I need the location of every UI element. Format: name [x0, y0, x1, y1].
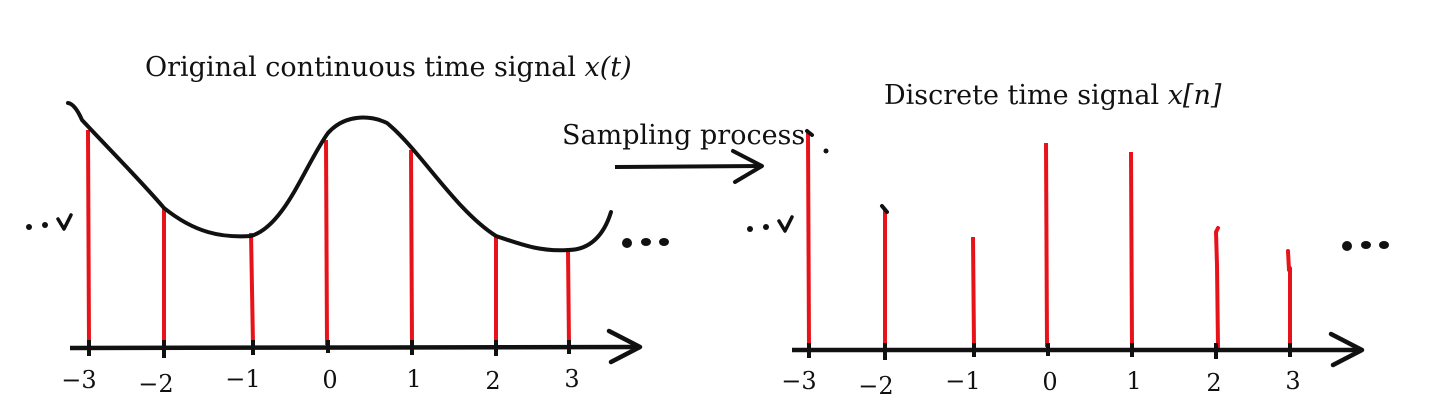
tick-label: 3 — [564, 365, 579, 393]
tick-label: −3 — [61, 366, 96, 394]
sample-line — [86, 129, 91, 346]
continuous-title-math: x(t) — [585, 52, 632, 83]
continuous-title: Original continuous time signal x(t) — [145, 52, 632, 83]
continuous-signal-curve — [66, 101, 613, 253]
dot — [747, 226, 753, 232]
continuous-ellipsis-left: ··· — [26, 213, 73, 231]
tick-label: −3 — [781, 367, 816, 395]
tick-label: −1 — [225, 365, 260, 393]
ink-mark — [805, 129, 814, 137]
sample-stem — [1286, 249, 1292, 349]
discrete-title-math: x[n] — [1168, 80, 1222, 111]
discrete-axis-arrowhead — [1328, 331, 1365, 368]
dot — [763, 224, 769, 230]
continuous-panel: Original continuous time signal x(t) ··· — [26, 52, 669, 398]
discrete-panel: Discrete time signal x[n] ··· — [747, 80, 1389, 400]
dot — [641, 238, 651, 246]
tick-label: −2 — [138, 370, 173, 398]
dot — [659, 238, 669, 246]
tick-label: 2 — [1206, 369, 1221, 397]
tick-label: 0 — [322, 366, 337, 394]
sample-stem — [971, 236, 976, 348]
tick-label: 1 — [406, 365, 421, 393]
dot — [777, 215, 794, 233]
continuous-sample-lines — [86, 129, 571, 346]
dot — [622, 238, 632, 248]
sampling-arrow-head — [731, 149, 764, 184]
sampling-arrow-shaft — [614, 164, 761, 169]
continuous-title-prefix: Original continuous time signal — [145, 52, 585, 83]
continuous-time-axis — [69, 344, 637, 351]
discrete-ticks — [807, 343, 1292, 360]
continuous-ticks — [87, 340, 571, 358]
tick-label: 0 — [1042, 368, 1057, 396]
dot — [1361, 241, 1371, 249]
discrete-ellipsis-right: ··· — [1342, 241, 1389, 251]
tick-label: 3 — [1285, 367, 1300, 395]
ink-mark — [880, 204, 889, 214]
sample-stem — [1129, 151, 1134, 348]
tick-label: 1 — [1126, 367, 1141, 395]
discrete-ellipsis-left: ··· — [747, 215, 794, 233]
dot — [56, 213, 73, 231]
ink-mark — [823, 148, 829, 154]
tick-label: −1 — [945, 367, 980, 395]
dot — [1342, 241, 1352, 251]
sample-stem — [1214, 226, 1220, 349]
discrete-tick-labels: −3 −2 −1 0 1 2 3 — [781, 367, 1300, 400]
sample-stem — [1044, 142, 1049, 348]
sampling-process-label: Sampling process — [562, 120, 805, 151]
discrete-title-prefix: Discrete time signal — [884, 80, 1168, 111]
continuous-ellipsis-right: ··· — [622, 238, 669, 248]
sample-line — [409, 149, 414, 346]
sample-line — [566, 249, 571, 346]
sample-line — [249, 232, 255, 346]
sampling-arrow-group: Sampling process — [562, 120, 805, 184]
dot — [42, 222, 48, 228]
discrete-sample-stems — [806, 132, 1292, 349]
tick-label: 2 — [485, 367, 500, 395]
tick-label: −2 — [858, 372, 893, 400]
dot — [26, 224, 32, 230]
discrete-title: Discrete time signal x[n] — [884, 80, 1222, 111]
continuous-axis-arrowhead — [606, 328, 643, 365]
continuous-tick-labels: −3 −2 −1 0 1 2 3 — [61, 365, 579, 398]
sample-line — [324, 139, 329, 346]
dot — [1379, 241, 1389, 249]
sample-stem — [806, 132, 811, 348]
